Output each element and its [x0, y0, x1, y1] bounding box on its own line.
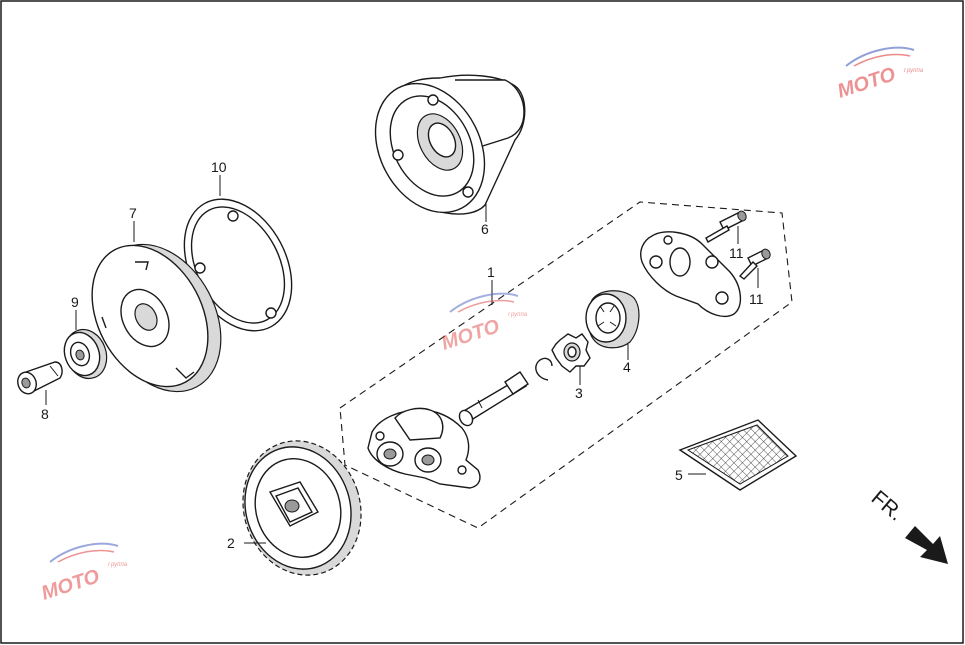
label-part-9: 9	[71, 294, 79, 310]
label-part-11b: 11	[749, 291, 764, 307]
label-part-3: 3	[575, 385, 583, 401]
part-9-oil-seal	[63, 328, 108, 380]
part-4-outer-rotor	[585, 290, 640, 349]
label-part-5: 5	[675, 467, 683, 483]
part-2-driven-gear	[242, 440, 362, 576]
part-1-pump-body	[367, 407, 481, 489]
shaft-clip	[535, 357, 553, 381]
watermark-sub-text: Группа	[904, 68, 924, 74]
label-part-7: 7	[129, 205, 137, 221]
part-11-bolt-b	[738, 248, 771, 280]
label-part-10: 10	[211, 159, 227, 175]
pump-shaft	[458, 371, 529, 427]
label-part-8: 8	[41, 406, 49, 422]
watermark-sub-text: Группа	[108, 562, 128, 568]
watermark-logo-top-right: MOTO Группа	[835, 46, 924, 103]
label-part-2: 2	[227, 535, 235, 551]
part-7-plate	[91, 243, 222, 393]
assembly-outline	[339, 201, 793, 529]
label-part-11a: 11	[729, 245, 744, 261]
watermark-logo-bottom-left: MOTO Группа	[39, 542, 128, 605]
part-11-bolt-a	[705, 210, 747, 243]
pump-end-plate	[640, 231, 741, 318]
front-direction-arrow-icon	[905, 526, 948, 564]
label-part-1: 1	[487, 264, 495, 280]
part-6-pump-cover	[374, 74, 526, 215]
label-part-6: 6	[481, 221, 489, 237]
part-8-collar	[17, 361, 63, 395]
watermark-brand-text: MOTO	[439, 315, 503, 354]
watermark-sub-text: Группа	[508, 312, 528, 318]
watermark-logo-center: MOTO Группа	[439, 292, 528, 355]
part-3-inner-rotor	[551, 333, 591, 373]
watermark-brand-text: MOTO	[835, 63, 899, 102]
part-5-strainer-screen	[678, 419, 798, 491]
label-part-4: 4	[623, 359, 631, 375]
front-direction-label: FR.	[867, 486, 908, 525]
watermark-brand-text: MOTO	[39, 565, 103, 604]
